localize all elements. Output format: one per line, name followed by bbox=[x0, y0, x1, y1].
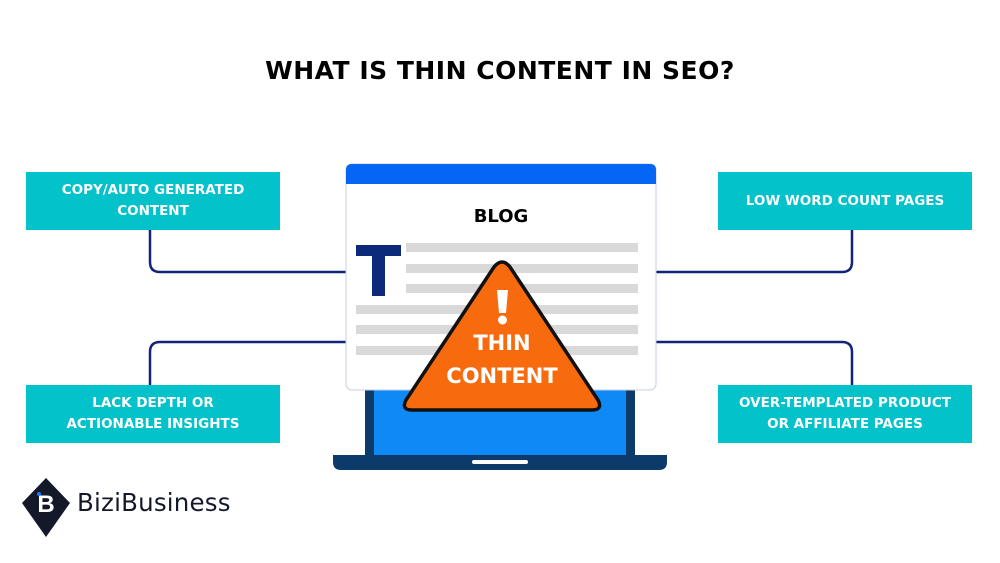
exclamation-icon bbox=[497, 290, 508, 325]
callout-text-line: LOW WORD COUNT PAGES bbox=[745, 192, 945, 209]
connector-top-right bbox=[652, 230, 854, 274]
callout-lack-depth: LACK DEPTH OR ACTIONABLE INSIGHTS bbox=[26, 385, 280, 443]
connector-bottom-right bbox=[652, 340, 854, 385]
drop-cap-t-icon bbox=[356, 245, 401, 296]
svg-text:B: B bbox=[37, 491, 54, 518]
callout-text-line: LACK DEPTH OR bbox=[92, 395, 214, 411]
connector-top-left bbox=[148, 230, 350, 274]
bizibusiness-logo-icon: B bbox=[22, 478, 70, 537]
callout-text-line: OVER-TEMPLATED PRODUCT bbox=[739, 395, 951, 411]
warning-label-line2: CONTENT bbox=[446, 364, 558, 388]
callout-low-word-count: LOW WORD COUNT PAGES bbox=[718, 172, 972, 230]
page-title: WHAT IS THIN CONTENT IN SEO? bbox=[265, 56, 735, 85]
callout-over-templated: OVER-TEMPLATED PRODUCT OR AFFILIATE PAGE… bbox=[718, 385, 972, 443]
callout-text-line: COPY/AUTO GENERATED bbox=[61, 182, 245, 198]
callout-text-line: ACTIONABLE INSIGHTS bbox=[66, 416, 240, 432]
callout-text-line: CONTENT bbox=[117, 203, 189, 219]
blog-window-title: BLOG bbox=[473, 206, 529, 227]
callout-copy-auto-generated: COPY/AUTO GENERATED CONTENT bbox=[26, 172, 280, 230]
warning-label-line1: THIN bbox=[473, 331, 531, 355]
callout-text-line: OR AFFILIATE PAGES bbox=[767, 416, 923, 432]
warning-triangle-icon bbox=[402, 260, 602, 412]
brand-name: BiziBusiness bbox=[77, 488, 231, 517]
connector-bottom-left bbox=[148, 340, 350, 385]
connector-lines bbox=[148, 230, 854, 385]
